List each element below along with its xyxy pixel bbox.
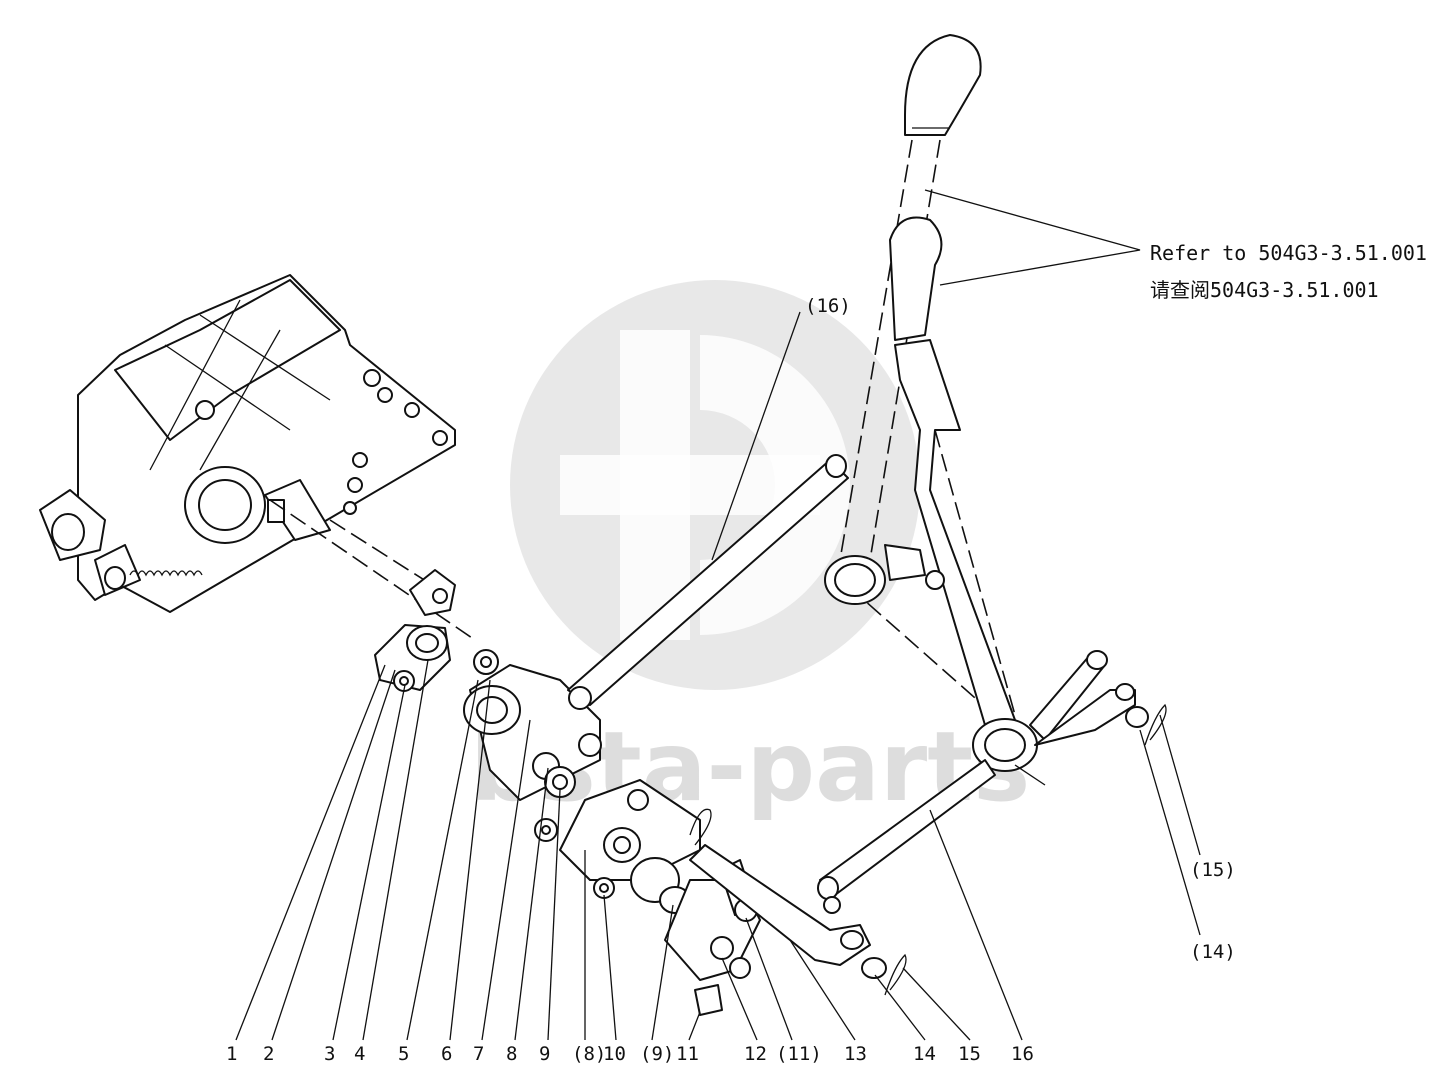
callout-4: 4	[354, 1043, 365, 1065]
callout-16: 16	[1011, 1043, 1034, 1065]
callout-11: 11	[676, 1043, 699, 1065]
ref-16: (16)	[805, 295, 851, 317]
control-levers	[817, 34, 1149, 914]
watermark-logo	[510, 280, 920, 690]
callout-3: 3	[324, 1043, 335, 1065]
callout-14: 14	[913, 1043, 936, 1065]
note-leaders	[924, 189, 1141, 286]
callout-1: 1	[226, 1043, 237, 1065]
callout-2: 2	[263, 1043, 274, 1065]
callout-5: 5	[398, 1043, 409, 1065]
callout-leaders	[235, 311, 1201, 1041]
callout-labels: 1 2 3 4 5 6 7 8 9 (8) 10 (9) 11 12 (11) …	[226, 295, 1236, 1065]
callout-6: 6	[441, 1043, 452, 1065]
control-bracket-assembly	[269, 454, 1167, 1016]
callout-10: 10	[603, 1043, 626, 1065]
callout-9-ref: (9)	[640, 1043, 674, 1065]
callout-9: 9	[539, 1043, 550, 1065]
callout-7: 7	[473, 1043, 484, 1065]
callout-13: 13	[844, 1043, 867, 1065]
callout-8-ref: (8)	[572, 1043, 606, 1065]
note-chinese: 请查阅504G3-3.51.001	[1150, 278, 1379, 302]
callout-12: 12	[744, 1043, 767, 1065]
callout-11-ref: (11)	[776, 1043, 822, 1065]
callout-8: 8	[506, 1043, 517, 1065]
note-english: Refer to 504G3-3.51.001	[1150, 241, 1427, 265]
ref-15: (15)	[1190, 859, 1236, 881]
callout-15: 15	[958, 1043, 981, 1065]
ref-14: (14)	[1190, 941, 1236, 963]
lift-housing	[39, 274, 456, 613]
